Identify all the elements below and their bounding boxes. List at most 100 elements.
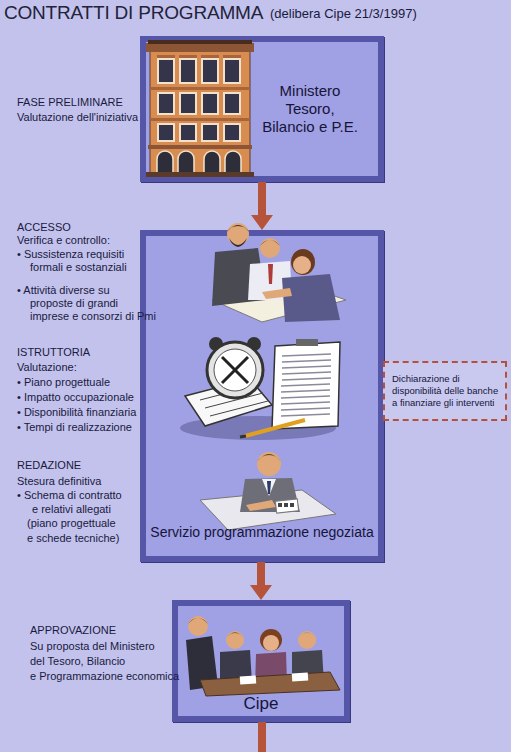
subtitle: (delibera Cipe 21/3/1997): [270, 7, 417, 22]
outgoing-arrow-shaft: [258, 722, 266, 752]
node-label: Servizio programmazione negoziata: [146, 524, 378, 541]
council-meeting-illustration-part: [292, 672, 309, 681]
meeting-illustration-part: [227, 223, 249, 245]
node-label: Cipe: [178, 694, 344, 714]
clock-calendar-illustration-part: [207, 342, 263, 398]
building-illustration-part: [157, 55, 175, 58]
meeting-illustration-part: [293, 256, 311, 274]
building-illustration-part: [158, 93, 174, 114]
building-illustration-part: [204, 151, 220, 173]
clock-calendar-illustration-part: [200, 385, 258, 400]
meeting-illustration-part: [282, 274, 340, 322]
building-illustration-part: [202, 59, 218, 83]
bullet-item: e schede tecniche): [27, 532, 119, 545]
clipboard-lines-part: [281, 408, 330, 410]
building-illustration-part: [148, 40, 252, 44]
bullet-item: (piano progettuale: [27, 517, 116, 530]
desk-worker-illustration-part: [278, 503, 282, 507]
meeting-illustration-part: [212, 248, 266, 306]
clock-calendar-illustration-part: [185, 379, 272, 426]
clipboard-lines-part: [282, 366, 331, 368]
flow-arrow: [250, 562, 272, 600]
desk-worker-illustration-part: [262, 479, 276, 496]
building-illustration-part: [224, 59, 240, 83]
callout-box: Dichiarazione di disponibilità delle ban…: [383, 361, 507, 421]
building-illustration-part: [180, 59, 196, 83]
council-meeting-illustration: [186, 616, 340, 696]
phase-text: Valutazione dell'iniziativa: [17, 111, 138, 124]
desk-worker-illustration-part: [200, 490, 336, 530]
desk-worker-illustration: [200, 452, 336, 530]
desk-worker-illustration-part: [257, 452, 281, 476]
meeting-illustration-part: [260, 240, 280, 246]
bullet-item: e relativi allegati: [32, 503, 111, 516]
diagram-title: CONTRATTI DI PROGRAMMA: [4, 2, 263, 24]
council-meeting-illustration-part: [188, 618, 208, 624]
desk-worker-illustration-part: [275, 499, 298, 513]
building-illustration-part: [178, 151, 194, 173]
clipboard-lines-part: [282, 360, 331, 362]
building-illustration-part: [180, 124, 196, 141]
clipboard-lines: [281, 354, 331, 416]
building-illustration-part: [202, 124, 218, 141]
clock-calendar-illustration: [180, 337, 340, 440]
council-meeting-illustration-part: [220, 650, 252, 686]
bullet-item: proposte di grandi: [30, 297, 118, 310]
clock-calendar-illustration-part: [272, 342, 340, 429]
phase-text: Su proposta del Ministero: [30, 640, 155, 653]
phase-heading: FASE PRELIMINARE: [17, 96, 123, 109]
building-illustration-part: [202, 93, 218, 114]
council-meeting-illustration-part: [255, 652, 287, 686]
building-illustration-part: [225, 151, 241, 173]
clipboard-lines-part: [281, 384, 330, 386]
building-illustration-part: [201, 55, 219, 58]
clock-calendar-illustration-part: [247, 337, 261, 351]
service-box: Servizio programmazione negoziata: [140, 230, 384, 562]
council-meeting-illustration-part: [298, 631, 316, 649]
desk-worker-illustration-part: [290, 503, 294, 507]
phase-text: Verifica e controllo:: [17, 234, 110, 247]
desk-worker-illustration-part: [284, 503, 288, 507]
clipboard-lines-part: [282, 378, 331, 380]
arrow-shaft: [257, 562, 265, 587]
clock-calendar-illustration-part: [240, 436, 246, 437]
clock-calendar-illustration-part: [222, 357, 248, 383]
phase-heading: APPROVAZIONE: [30, 624, 116, 637]
desk-worker-illustration-part: [267, 481, 271, 494]
building-illustration-part: [224, 93, 240, 114]
clipboard-lines-part: [281, 414, 330, 416]
council-meeting-illustration-part: [226, 633, 244, 639]
clipboard-lines-part: [282, 372, 331, 374]
clock-calendar-illustration-part: [296, 339, 318, 346]
council-meeting-illustration-part: [298, 633, 316, 639]
bullet-item: • Attività diverse su: [17, 284, 110, 297]
bullet-item: • Schema di contratto: [17, 489, 122, 502]
clock-calendar-illustration-part: [205, 393, 263, 408]
building-illustration-part: [146, 172, 254, 177]
meeting-illustration-part: [212, 284, 346, 322]
council-meeting-illustration-part: [240, 675, 257, 684]
clipboard-lines-part: [281, 396, 330, 398]
phase-heading: REDAZIONE: [17, 459, 81, 472]
phase-text: Stesura definitiva: [17, 475, 101, 488]
phase-heading: ISTRUTTORIA: [17, 346, 90, 359]
council-meeting-illustration-part: [292, 650, 324, 686]
bullet-item: • Impatto occupazionale: [17, 391, 134, 404]
bullet-item: • Piano progettuale: [17, 376, 110, 389]
clock-calendar-illustration-part: [209, 337, 223, 351]
building-illustration-part: [150, 50, 250, 174]
clipboard-lines-part: [281, 402, 330, 404]
clock-calendar-illustration-part: [180, 416, 336, 440]
meeting-illustration-part: [248, 261, 292, 300]
council-meeting-illustration-part: [263, 635, 279, 651]
ministry-box: Ministero Tesoro, Bilancio e P.E.: [140, 36, 384, 182]
node-label: Ministero Tesoro, Bilancio e P.E.: [259, 82, 361, 136]
desk-worker-illustration-part: [240, 478, 300, 512]
phase-text: Valutazione:: [17, 361, 77, 374]
phase-text: del Tesoro, Bilancio: [30, 655, 125, 668]
meeting-illustration-part: [229, 238, 247, 247]
clock-calendar-illustration-part: [214, 349, 256, 391]
bullet-item: • Sussistenza requisiti: [17, 248, 124, 261]
meeting-illustration-part: [260, 238, 280, 258]
